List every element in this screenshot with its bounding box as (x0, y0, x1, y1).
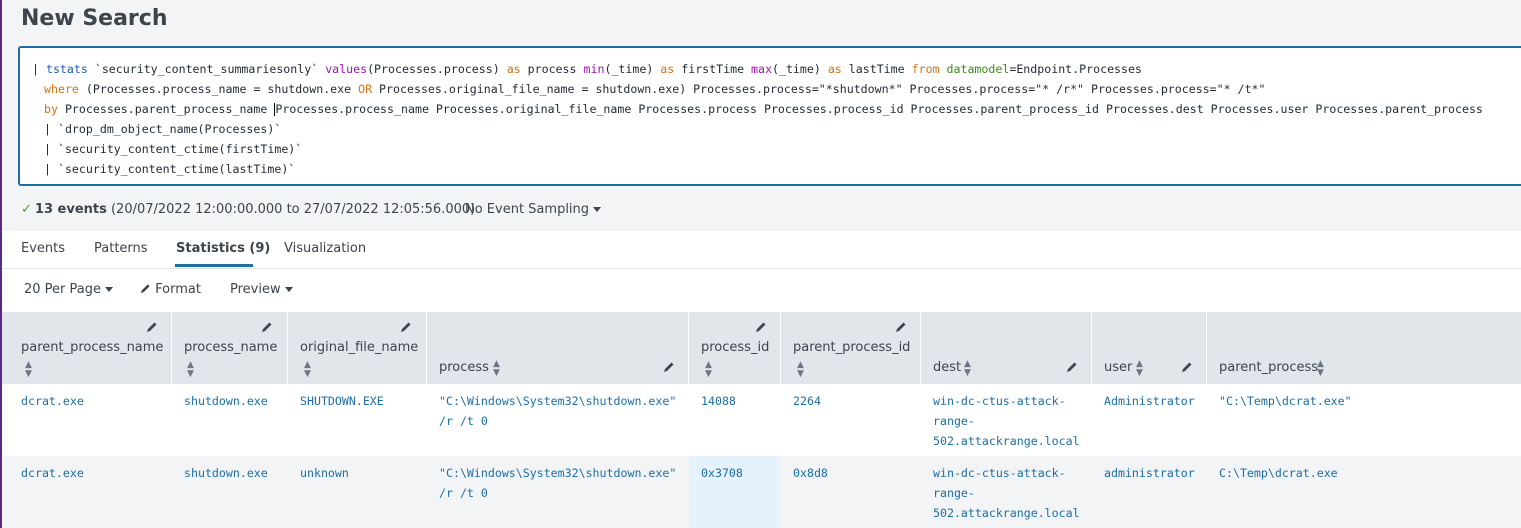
pencil-icon[interactable] (895, 321, 907, 333)
cell-user[interactable]: Administrator (1104, 394, 1195, 408)
format-button[interactable]: Format (140, 282, 201, 297)
cell-process[interactable]: "C:\Windows\System32\shutdown.exe" /r /t… (439, 466, 677, 500)
sort-icon[interactable]: ▲▼ (187, 360, 194, 379)
per-page-label: 20 Per Page (24, 282, 101, 297)
tab-events[interactable]: Events (21, 241, 66, 256)
tab-visualization[interactable]: Visualization (284, 241, 367, 256)
column-header-process-id[interactable]: process_id ▲▼ (689, 312, 781, 384)
cell-process-name[interactable]: shutdown.exe (184, 466, 268, 480)
check-icon: ✓ (21, 202, 32, 217)
preview-label: Preview (230, 282, 281, 297)
column-header-parent-process[interactable]: parent_process ▲▼ (1207, 312, 1521, 384)
sort-icon[interactable]: ▲▼ (797, 360, 804, 379)
pencil-icon[interactable] (400, 321, 412, 333)
per-page-dropdown[interactable]: 20 Per Page (24, 282, 113, 297)
event-sampling-label: No Event Sampling (465, 202, 590, 217)
tab-statistics[interactable]: Statistics (9) (176, 241, 271, 256)
column-label: dest (933, 360, 962, 375)
cell-process-id[interactable]: 14088 (701, 394, 736, 408)
results-toolbar: 20 Per Page Format Preview (0, 269, 1521, 312)
column-header-original-file-name[interactable]: original_file_name ▲▼ (288, 312, 427, 384)
column-header-process[interactable]: process ▲▼ (427, 312, 689, 384)
search-query-editor[interactable]: | tstats `security_content_summariesonly… (18, 46, 1521, 186)
pencil-icon[interactable] (1066, 361, 1078, 373)
column-label: user (1104, 360, 1133, 375)
sort-icon[interactable]: ▲▼ (25, 360, 32, 379)
column-header-process-name[interactable]: process_name ▲▼ (172, 312, 288, 384)
column-header-parent-process-name[interactable]: parent_process_name ▲▼ (0, 312, 172, 384)
column-header-dest[interactable]: dest ▲▼ (921, 312, 1092, 384)
pencil-icon[interactable] (663, 361, 675, 373)
query-line-4: | `drop_dm_object_name(Processes)` (44, 122, 282, 136)
caret-down-icon (593, 207, 602, 212)
pencil-icon[interactable] (755, 321, 767, 333)
cell-parent-process[interactable]: "C:\Temp\dcrat.exe" (1219, 394, 1352, 408)
column-label: process (439, 360, 489, 375)
sort-icon[interactable]: ▲▼ (493, 359, 500, 378)
pencil-icon[interactable] (146, 321, 158, 333)
column-label: process_name (184, 340, 278, 355)
results-tabs: Events Patterns Statistics (9) Visualiza… (0, 231, 1521, 269)
cell-dest[interactable]: win-dc-ctus-attack- range- 502.attackran… (933, 394, 1080, 448)
tab-patterns[interactable]: Patterns (94, 241, 148, 256)
column-label: parent_process_name (21, 340, 164, 355)
cell-parent-process[interactable]: C:\Temp\dcrat.exe (1219, 466, 1338, 480)
sort-icon[interactable]: ▲▼ (304, 360, 311, 379)
query-line-5: | `security_content_ctime(firstTime)` (44, 142, 303, 156)
search-header-area: New Search | tstats `security_content_su… (0, 0, 1521, 231)
search-status: ✓13 events (20/07/2022 12:00:00.000 to 2… (21, 202, 475, 217)
cell-process[interactable]: "C:\Windows\System32\shutdown.exe" /r /t… (439, 394, 677, 428)
cell-parent-process-id[interactable]: 0x8d8 (793, 466, 828, 480)
caret-down-icon (105, 287, 113, 292)
table-row-content: dcrat.exe shutdown.exe unknown "C:\Windo… (0, 456, 1521, 528)
page-title: New Search (21, 6, 168, 31)
pencil-icon[interactable] (261, 321, 273, 333)
caret-down-icon (284, 287, 293, 292)
cell-dest[interactable]: win-dc-ctus-attack- range- 502.attackran… (933, 466, 1080, 520)
cell-original-file-name[interactable]: SHUTDOWN.EXE (300, 394, 384, 408)
cell-parent-process-id[interactable]: 2264 (793, 394, 821, 408)
cell-process-id[interactable]: 0x3708 (701, 466, 743, 480)
time-range: (20/07/2022 12:00:00.000 to 27/07/2022 1… (106, 202, 476, 217)
window-edge (0, 0, 2, 528)
sort-icon[interactable]: ▲▼ (705, 360, 712, 379)
cell-user[interactable]: administrator (1104, 466, 1195, 480)
query-line-2: where (Processes.process_name = shutdown… (44, 82, 1266, 96)
column-label: parent_process_id (793, 340, 911, 355)
cell-parent-process-name[interactable]: dcrat.exe (21, 466, 84, 480)
pencil-icon (140, 284, 150, 294)
column-label: parent_process (1219, 360, 1319, 375)
column-header-user[interactable]: user ▲▼ (1092, 312, 1207, 384)
sort-icon[interactable]: ▲▼ (964, 359, 971, 378)
column-label: original_file_name (300, 340, 419, 355)
query-line-1: | tstats `security_content_summariesonly… (32, 62, 1142, 76)
hovered-cell-highlight (689, 456, 780, 528)
sort-icon[interactable]: ▲▼ (1317, 359, 1324, 378)
event-sampling-dropdown[interactable]: No Event Sampling (465, 202, 602, 217)
pencil-icon[interactable] (1181, 361, 1193, 373)
sort-icon[interactable]: ▲▼ (1136, 359, 1143, 378)
active-tab-indicator (175, 264, 253, 267)
table-header: parent_process_name ▲▼ process_name ▲▼ o… (0, 312, 1521, 384)
query-line-6: | `security_content_ctime(lastTime)` (44, 162, 296, 176)
column-header-parent-process-id[interactable]: parent_process_id ▲▼ (781, 312, 921, 384)
preview-dropdown[interactable]: Preview (230, 282, 293, 297)
text-cursor (274, 103, 276, 116)
column-label: process_id (701, 340, 770, 355)
query-line-3: by Processes.parent_process_name Process… (44, 102, 1483, 116)
table-row: dcrat.exe shutdown.exe SHUTDOWN.EXE "C:\… (0, 384, 1521, 456)
format-label: Format (155, 282, 201, 297)
cell-process-name[interactable]: shutdown.exe (184, 394, 268, 408)
cell-parent-process-name[interactable]: dcrat.exe (21, 394, 84, 408)
cell-original-file-name[interactable]: unknown (300, 466, 349, 480)
event-count: 13 events (34, 202, 107, 217)
